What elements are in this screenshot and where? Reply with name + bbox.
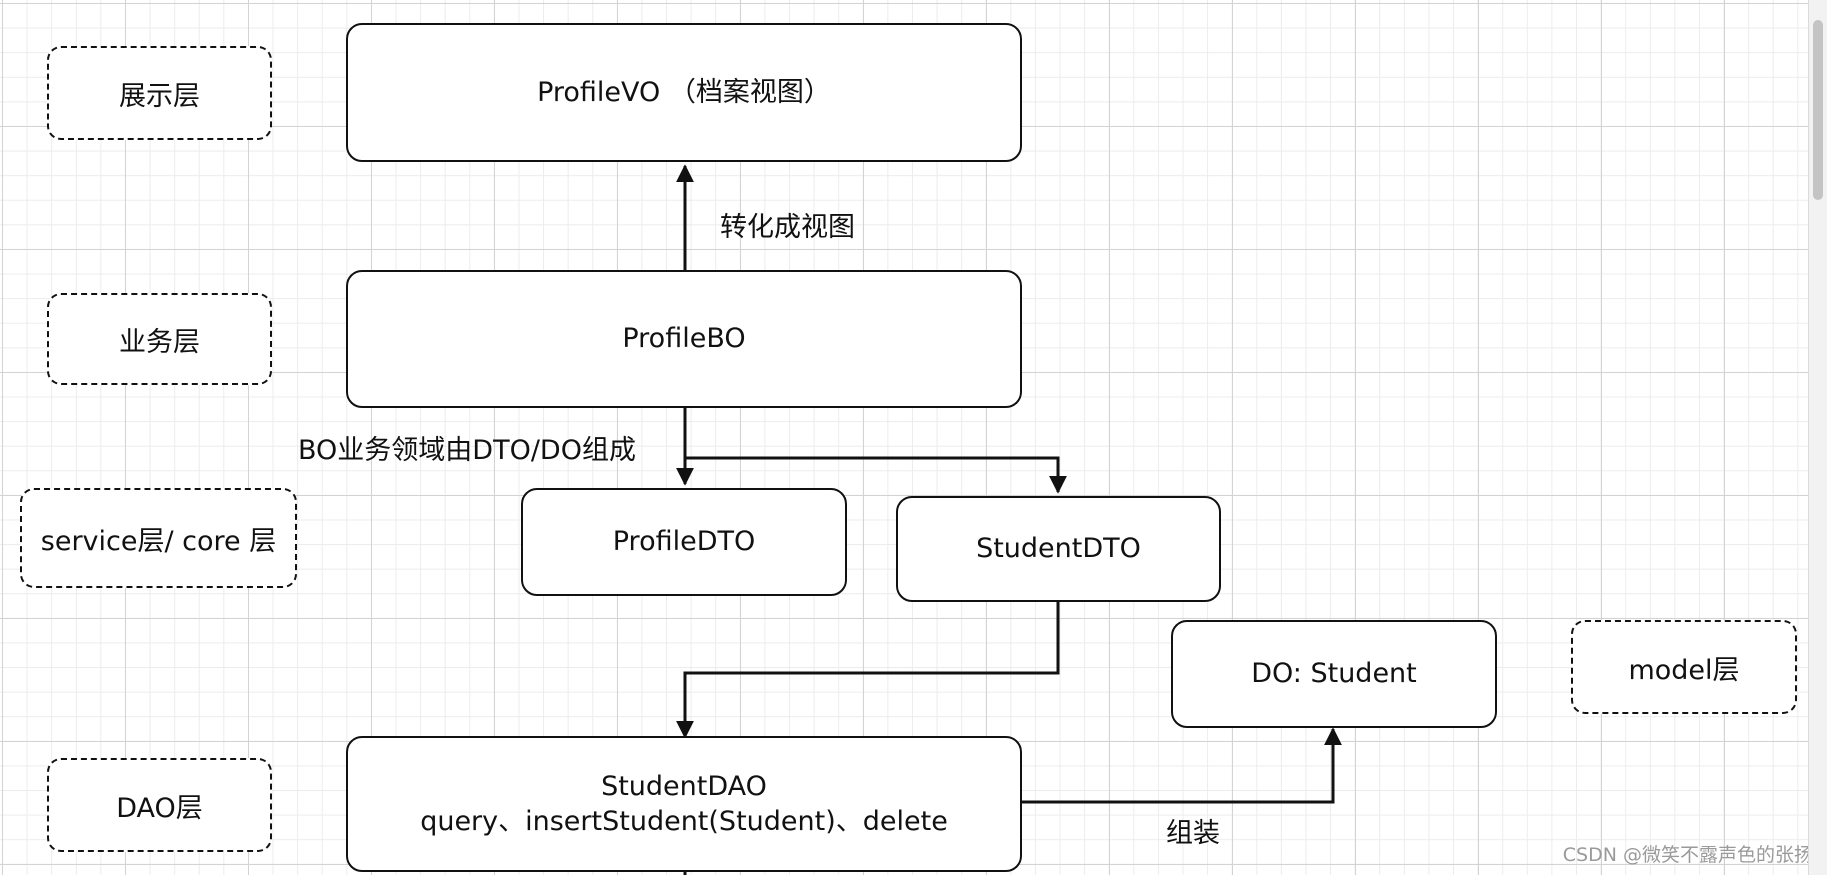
layer-service-core: service层/ core 层	[20, 488, 297, 588]
node-student-dao-title: StudentDAO	[601, 770, 767, 802]
node-profile-dto[interactable]: ProfileDTO	[521, 488, 847, 596]
layer-model: model层	[1571, 620, 1797, 714]
node-do-student[interactable]: DO: Student	[1171, 620, 1497, 728]
edge-label-to-view: 转化成视图	[720, 212, 855, 243]
node-do-student-label: DO: Student	[1251, 658, 1417, 690]
node-profile-vo[interactable]: ProfileVO （档案视图）	[346, 23, 1022, 162]
vertical-scrollbar[interactable]	[1808, 0, 1827, 875]
layer-presentation: 展示层	[47, 46, 272, 140]
watermark: CSDN @微笑不露声色的张扬	[1562, 844, 1813, 866]
layer-business: 业务层	[47, 293, 272, 385]
edge-label-assemble: 组装	[1166, 818, 1220, 849]
layer-dao: DAO层	[47, 758, 272, 852]
edge-bo-to-student-dto	[685, 456, 1067, 494]
node-profile-bo[interactable]: ProfileBO	[346, 270, 1022, 408]
scrollbar-thumb[interactable]	[1813, 20, 1823, 200]
edge-student-dto-to-dao	[676, 602, 1060, 739]
node-student-dao[interactable]: StudentDAO query、insertStudent(Student)、…	[346, 736, 1022, 872]
node-student-dao-methods: query、insertStudent(Student)、delete	[420, 806, 948, 837]
node-profile-bo-label: ProfileBO	[622, 323, 746, 355]
node-profile-vo-label: ProfileVO （档案视图）	[537, 76, 831, 108]
edge-label-bo-composition: BO业务领域由DTO/DO组成	[298, 435, 636, 466]
node-profile-dto-label: ProfileDTO	[612, 526, 756, 558]
edge-dao-to-do	[1021, 727, 1342, 804]
node-student-dto[interactable]: StudentDTO	[896, 496, 1221, 602]
node-student-dto-label: StudentDTO	[976, 533, 1141, 565]
